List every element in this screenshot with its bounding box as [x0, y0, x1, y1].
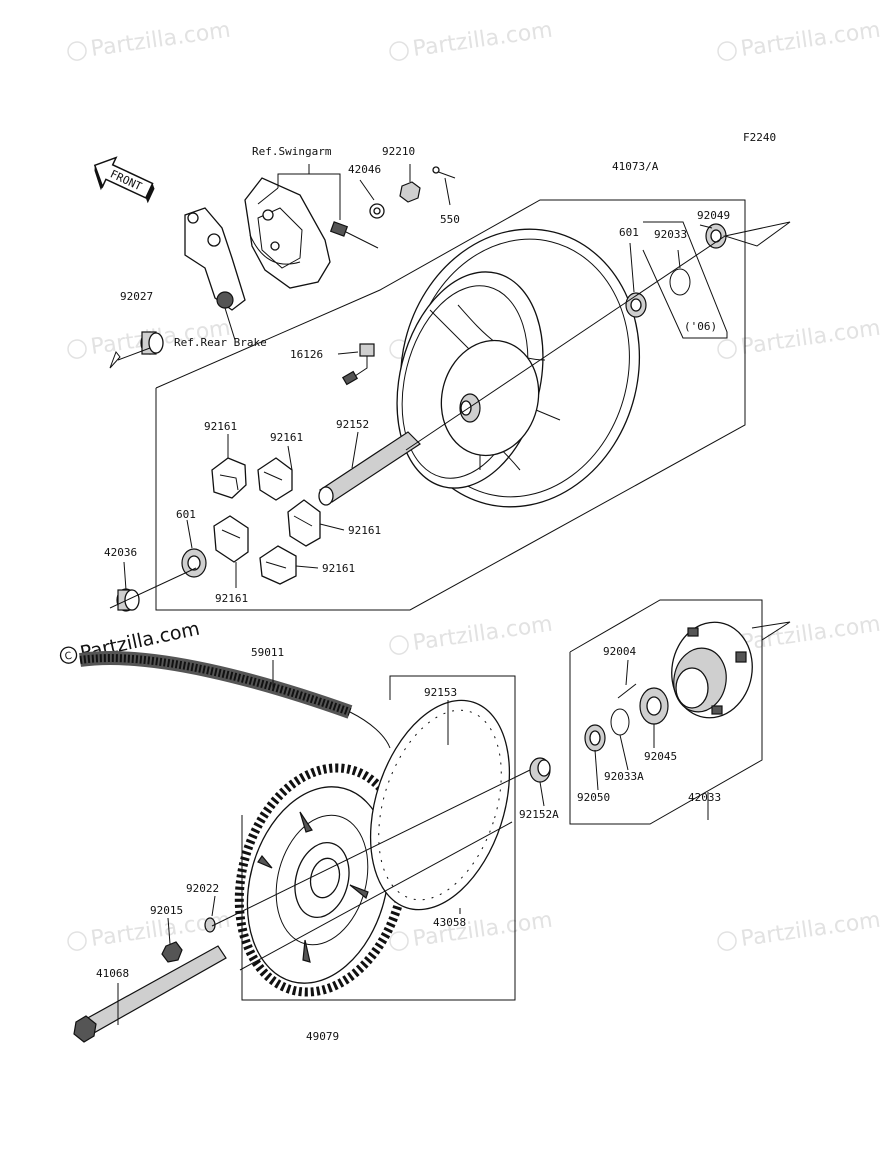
damper-92161 [257, 457, 293, 501]
watermark: Partzilla.com [739, 612, 882, 656]
part-label-92004: 92004 [603, 645, 636, 658]
part-label-550: 550 [440, 213, 460, 226]
ref-swingarm-label: Ref.Swingarm [252, 145, 332, 158]
damper-92161 [211, 457, 247, 499]
part-label-92050: 92050 [577, 791, 610, 804]
damper-92161 [213, 515, 249, 563]
circlip-92033a [610, 708, 630, 736]
collar-92152a [529, 757, 551, 783]
part-label-92161-b: 92161 [270, 431, 303, 444]
part-label-92045: 92045 [644, 750, 677, 763]
bearing-601-left [181, 548, 207, 578]
figure-code: F2240 [743, 131, 776, 144]
watermark: Partzilla.com [739, 908, 882, 952]
year-note: ('06) [684, 320, 717, 333]
nut-92210 [399, 181, 421, 203]
spacer-92152 [318, 431, 421, 506]
svg-text:C: C [64, 651, 73, 663]
stud-92004 [617, 683, 637, 699]
part-label-42033: 42033 [688, 791, 721, 804]
part-label-41073a: 41073/A [612, 160, 659, 173]
sprocket-ring-43058 [369, 699, 511, 911]
part-label-601-left: 601 [176, 508, 196, 521]
watermark: Partzilla.com [739, 18, 882, 62]
watermark: Partzilla.com [89, 18, 232, 62]
part-label-92152: 92152 [336, 418, 369, 431]
damper-92161 [259, 545, 297, 585]
part-label-92015: 92015 [150, 904, 183, 917]
part-label-92033a: 92033A [604, 770, 644, 783]
part-label-42046: 42046 [348, 163, 381, 176]
part-label-92027: 92027 [120, 290, 153, 303]
circlip-92033 [669, 268, 691, 296]
ref-rear-brake-label: Ref.Rear Brake [174, 336, 267, 349]
part-label-42036: 42036 [104, 546, 137, 559]
part-label-92161-a: 92161 [204, 420, 237, 433]
part-label-601-top: 601 [619, 226, 639, 239]
nut-92015 [161, 941, 183, 963]
part-label-92161-e: 92161 [215, 592, 248, 605]
part-label-59011: 59011 [251, 646, 284, 659]
part-label-43058: 43058 [433, 916, 466, 929]
collar-92027 [140, 331, 164, 355]
part-labels: Ref.Swingarm 92210 42046 550 41073/A 920… [96, 145, 730, 1043]
watermark: Partzilla.com [411, 18, 554, 62]
part-label-92161-d: 92161 [322, 562, 355, 575]
leader-lines [109, 164, 791, 1025]
part-label-92049: 92049 [697, 209, 730, 222]
part-label-92022: 92022 [186, 882, 219, 895]
part-label-92153: 92153 [424, 686, 457, 699]
part-label-92210: 92210 [382, 145, 415, 158]
rear-wheel [396, 228, 641, 508]
part-label-92152a: 92152A [519, 808, 559, 821]
bearing-601-top [625, 292, 647, 318]
collar-42036 [116, 588, 140, 612]
part-label-49079: 49079 [306, 1030, 339, 1043]
seal-92050 [584, 724, 606, 752]
part-label-41068: 41068 [96, 967, 129, 980]
adjuster-bolt [329, 221, 379, 249]
bearing-92045 [639, 687, 669, 725]
caliper-bracket [184, 177, 331, 311]
part-label-92161-c: 92161 [348, 524, 381, 537]
watermark: Partzilla.com [739, 316, 882, 360]
air-valve-16126 [341, 343, 375, 386]
watermark: Partzilla.com [411, 612, 554, 656]
front-arrow-icon: FRONT [93, 156, 155, 204]
rear-sprocket-49079 [234, 763, 410, 997]
damper-92161 [287, 499, 321, 547]
axle-41068 [73, 945, 227, 1043]
drive-belt-59011 [79, 651, 391, 749]
part-label-16126: 16126 [290, 348, 323, 361]
drive-hub-42033 [671, 621, 753, 719]
part-label-92033: 92033 [654, 228, 687, 241]
watermark: Partzilla.com [411, 908, 554, 952]
